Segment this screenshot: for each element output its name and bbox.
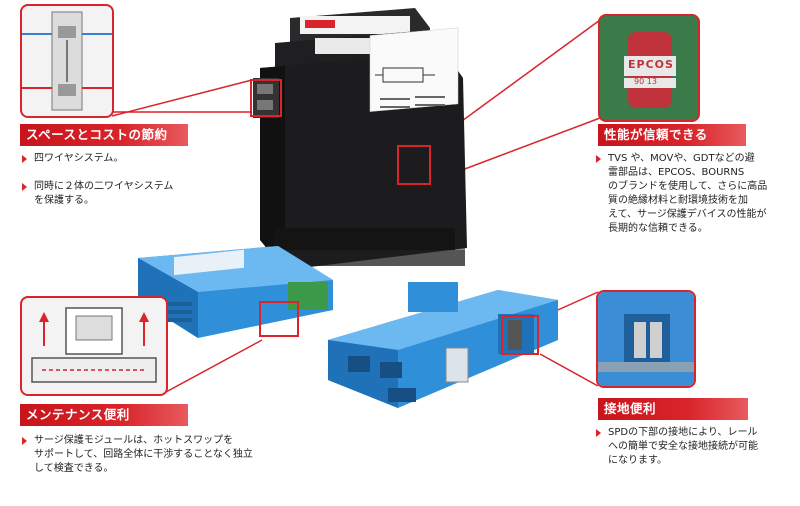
bullet-arrow-icon (22, 437, 27, 445)
bullet-arrow-icon (596, 429, 601, 437)
bullet-maintenance-1: サージ保護モジュールは、ホットスワップを サポートして、回路全体に干渉することな… (22, 434, 292, 476)
blue-spd-plug-illustration (138, 246, 333, 338)
inset-wiring-diagram-space-cost (20, 4, 114, 118)
bullet-grounding-1: SPDの下部の接地により、レール への簡単で安全な接地接続が可能 になります。 (596, 426, 786, 468)
section-title-maintenance: メンテナンス便利 (20, 404, 188, 426)
bullet-arrow-icon (22, 183, 27, 191)
black-spd-modules-illustration (250, 8, 467, 270)
section-title-grounding: 接地便利 (598, 398, 748, 420)
section-title-space-cost: スペースとコストの節約 (20, 124, 188, 146)
inset-epcos-component: EPCOS 90 13 (598, 14, 700, 122)
bullet-space-cost-2: 同時に２体の二ワイヤシステム を保護する。 (22, 180, 212, 208)
bullet-arrow-icon (596, 155, 601, 163)
inset-hotswap-diagram (20, 296, 168, 396)
section-title-reliability: 性能が信頼できる (598, 124, 746, 146)
blue-spd-base-illustration (328, 282, 558, 408)
callout-line-space-cost (111, 79, 253, 117)
bullet-reliability-1: TVS や、MOVや、GDTなどの避 雷部品は、EPCOS、BOURNS のブラ… (596, 152, 786, 236)
bullet-arrow-icon (22, 155, 27, 163)
inset-grounding-detail (596, 290, 696, 388)
epcos-label: EPCOS (628, 58, 674, 71)
epcos-code: 90 13 (634, 77, 657, 86)
bullet-space-cost-1: 四ワイヤシステム。 (22, 152, 212, 166)
